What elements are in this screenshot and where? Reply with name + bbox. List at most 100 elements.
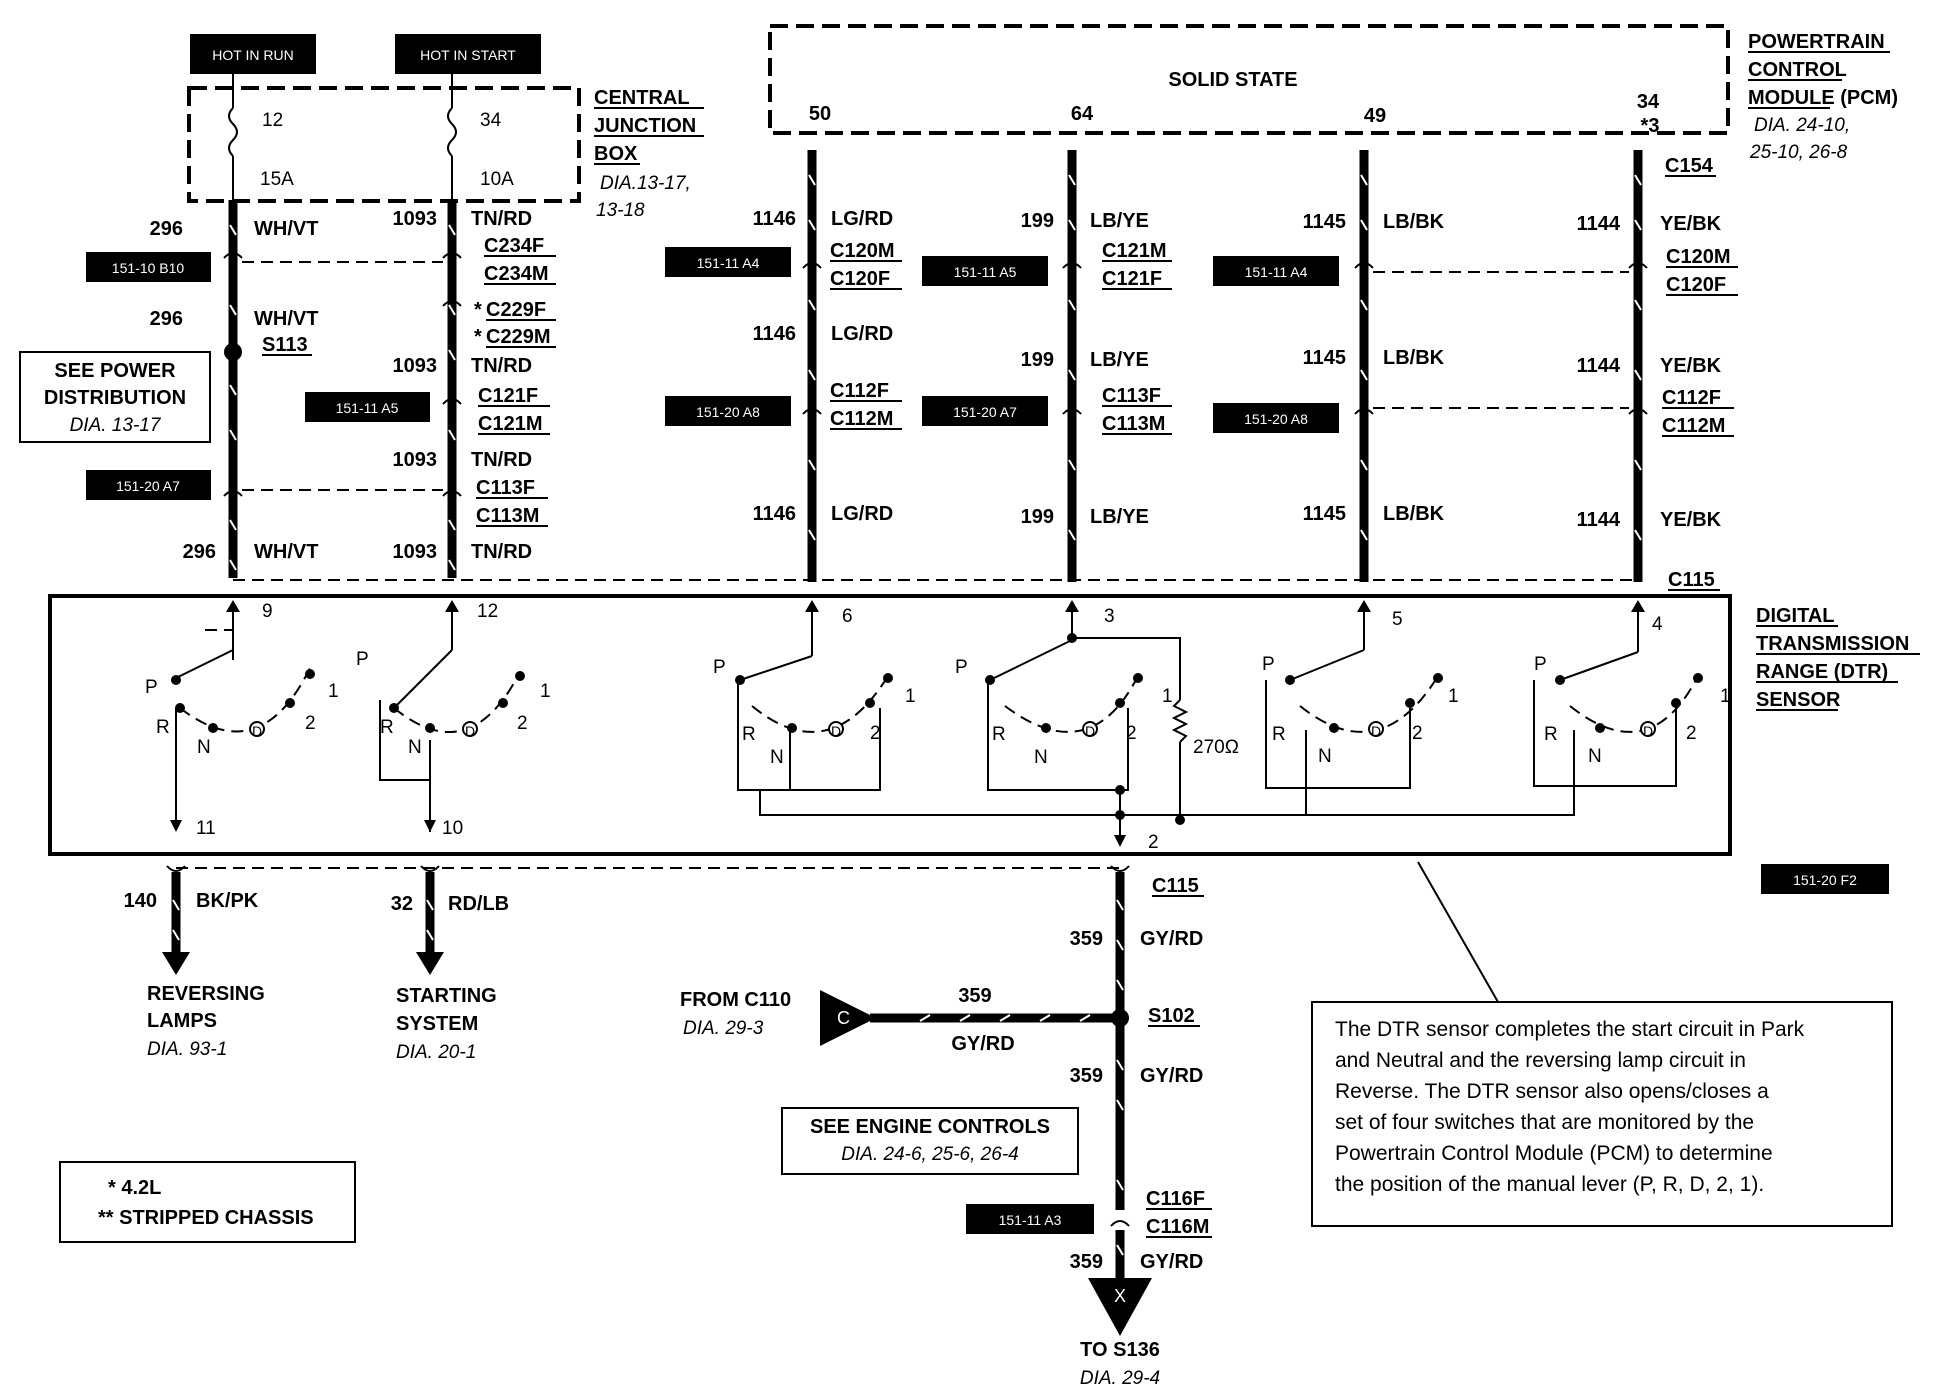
- svg-text:C120M: C120M: [1666, 246, 1730, 268]
- dtr-switch-pcm-4: 4 P R N D 2 1: [1533, 600, 1731, 810]
- svg-text:LB/BK: LB/BK: [1383, 211, 1445, 233]
- pcm-solid-state-label: SOLID STATE: [1168, 69, 1297, 91]
- svg-text:359: 359: [958, 985, 991, 1007]
- svg-text:DIA. 13-17: DIA. 13-17: [70, 415, 162, 436]
- svg-text:1093: 1093: [393, 541, 438, 563]
- svg-text:359: 359: [1070, 1065, 1103, 1087]
- svg-text:151-11 A4: 151-11 A4: [1245, 264, 1308, 280]
- svg-text:P: P: [1534, 654, 1547, 675]
- svg-text:HOT IN RUN: HOT IN RUN: [212, 47, 293, 63]
- svg-text:1: 1: [328, 681, 339, 702]
- splice-s113: [224, 343, 242, 361]
- fuse-34-number: 34: [480, 110, 502, 131]
- svg-text:C229M: C229M: [486, 326, 550, 348]
- svg-text:1145: 1145: [1303, 347, 1346, 369]
- svg-text:1: 1: [1720, 686, 1731, 707]
- svg-text:N: N: [1034, 747, 1048, 768]
- svg-text:LB/YE: LB/YE: [1090, 349, 1149, 371]
- svg-text:2: 2: [1148, 832, 1159, 853]
- svg-text:1093: 1093: [393, 208, 438, 230]
- svg-text:DISTRIBUTION: DISTRIBUTION: [44, 387, 186, 409]
- svg-text:151-20 F2: 151-20 F2: [1793, 872, 1857, 888]
- svg-text:YE/BK: YE/BK: [1660, 509, 1722, 531]
- svg-text:WH/VT: WH/VT: [254, 308, 318, 330]
- dtr-switch-pcm-1: 6 P R N D 2 1: [713, 600, 916, 791]
- svg-text:C113F: C113F: [1102, 385, 1161, 407]
- pcm-pin-49: 49: [1364, 105, 1386, 127]
- svg-text:151-11 A5: 151-11 A5: [336, 400, 399, 416]
- svg-text:270Ω: 270Ω: [1193, 737, 1239, 758]
- svg-text:C113F: C113F: [476, 477, 535, 499]
- dtr-ground-bus: [759, 786, 1575, 816]
- locator-151-11-a4-a: 151-11 A4: [665, 247, 791, 277]
- svg-text:1: 1: [1448, 686, 1459, 707]
- svg-text:C116F: C116F: [1146, 1188, 1205, 1210]
- fuse-12-number: 12: [262, 110, 283, 131]
- svg-text:2: 2: [1686, 723, 1697, 744]
- svg-text:C112M: C112M: [830, 408, 893, 430]
- svg-text:2: 2: [870, 723, 881, 744]
- svg-text:C234M: C234M: [484, 263, 548, 285]
- svg-text:S113: S113: [262, 334, 308, 356]
- svg-text:TRANSMISSION: TRANSMISSION: [1756, 633, 1909, 655]
- svg-text:C112M: C112M: [1662, 415, 1725, 437]
- svg-text:1145: 1145: [1303, 503, 1346, 525]
- svg-text:1144: 1144: [1577, 355, 1621, 377]
- svg-text:GY/RD: GY/RD: [1140, 928, 1203, 950]
- svg-text:* 4.2L: * 4.2L: [108, 1177, 161, 1199]
- svg-text:5: 5: [1392, 609, 1403, 630]
- svg-text:C120M: C120M: [830, 240, 894, 262]
- svg-text:RANGE (DTR): RANGE (DTR): [1756, 661, 1888, 683]
- locator-151-20-f2: 151-20 F2: [1761, 864, 1889, 894]
- dtr-sensor-title: DIGITAL TRANSMISSION RANGE (DTR) SENSOR: [1756, 605, 1920, 711]
- svg-text:DIGITAL: DIGITAL: [1756, 605, 1835, 627]
- svg-text:P: P: [145, 677, 158, 698]
- svg-text:151-20 A8: 151-20 A8: [696, 404, 760, 420]
- svg-text:1: 1: [540, 681, 551, 702]
- hot-in-run-tag: HOT IN RUN: [190, 34, 316, 74]
- svg-text:GY/RD: GY/RD: [1140, 1251, 1203, 1273]
- svg-text:S102: S102: [1148, 1005, 1195, 1027]
- svg-text:199: 199: [1021, 506, 1054, 528]
- svg-text:1144: 1144: [1577, 213, 1621, 235]
- svg-text:TN/RD: TN/RD: [471, 449, 532, 471]
- svg-text:set of four switches that are: set of four switches that are monitored …: [1335, 1111, 1754, 1134]
- svg-text:D: D: [1643, 723, 1653, 739]
- svg-text:LG/RD: LG/RD: [831, 208, 893, 230]
- svg-text:D: D: [252, 723, 262, 739]
- svg-text:CENTRAL: CENTRAL: [594, 87, 690, 109]
- svg-text:C121F: C121F: [1102, 268, 1162, 290]
- svg-text:REVERSING: REVERSING: [147, 983, 265, 1005]
- pcm-solid-state-outline: [768, 24, 1730, 135]
- svg-text:LB/YE: LB/YE: [1090, 506, 1149, 528]
- svg-text:TN/RD: TN/RD: [471, 541, 532, 563]
- svg-text:4: 4: [1652, 614, 1663, 635]
- svg-text:RD/LB: RD/LB: [448, 893, 509, 915]
- svg-text:359: 359: [1070, 1251, 1103, 1273]
- svg-text:C112F: C112F: [1662, 387, 1721, 409]
- svg-text:12: 12: [477, 601, 498, 622]
- svg-text:D: D: [831, 723, 841, 739]
- svg-text:HOT IN START: HOT IN START: [420, 47, 516, 63]
- svg-text:10: 10: [442, 818, 463, 839]
- hot-in-start-tag: HOT IN START: [395, 34, 541, 74]
- pcm-pin-64: 64: [1071, 103, 1094, 125]
- pcm-title: POWERTRAIN CONTROL MODULE (PCM) DIA. 24-…: [1748, 31, 1898, 163]
- fuse-12-amps: 15A: [260, 169, 294, 190]
- svg-text:1093: 1093: [393, 449, 438, 471]
- svg-text:WH/VT: WH/VT: [254, 541, 318, 563]
- dtr-switch-start: 12 10 P R N D 2 1: [356, 600, 551, 839]
- svg-text:32: 32: [391, 893, 413, 915]
- svg-text:1: 1: [905, 686, 916, 707]
- svg-text:151-20 A7: 151-20 A7: [116, 478, 180, 494]
- svg-text:151-11 A5: 151-11 A5: [954, 264, 1017, 280]
- svg-text:C234F: C234F: [484, 235, 544, 257]
- svg-text:C120F: C120F: [1666, 274, 1726, 296]
- svg-text:X: X: [1114, 1286, 1126, 1306]
- svg-text:DIA. 20-1: DIA. 20-1: [396, 1042, 476, 1063]
- svg-text:C121F: C121F: [478, 385, 538, 407]
- svg-text:TN/RD: TN/RD: [471, 355, 532, 377]
- svg-text:1: 1: [1162, 686, 1173, 707]
- locator-151-11-a3: 151-11 A3: [966, 1204, 1094, 1234]
